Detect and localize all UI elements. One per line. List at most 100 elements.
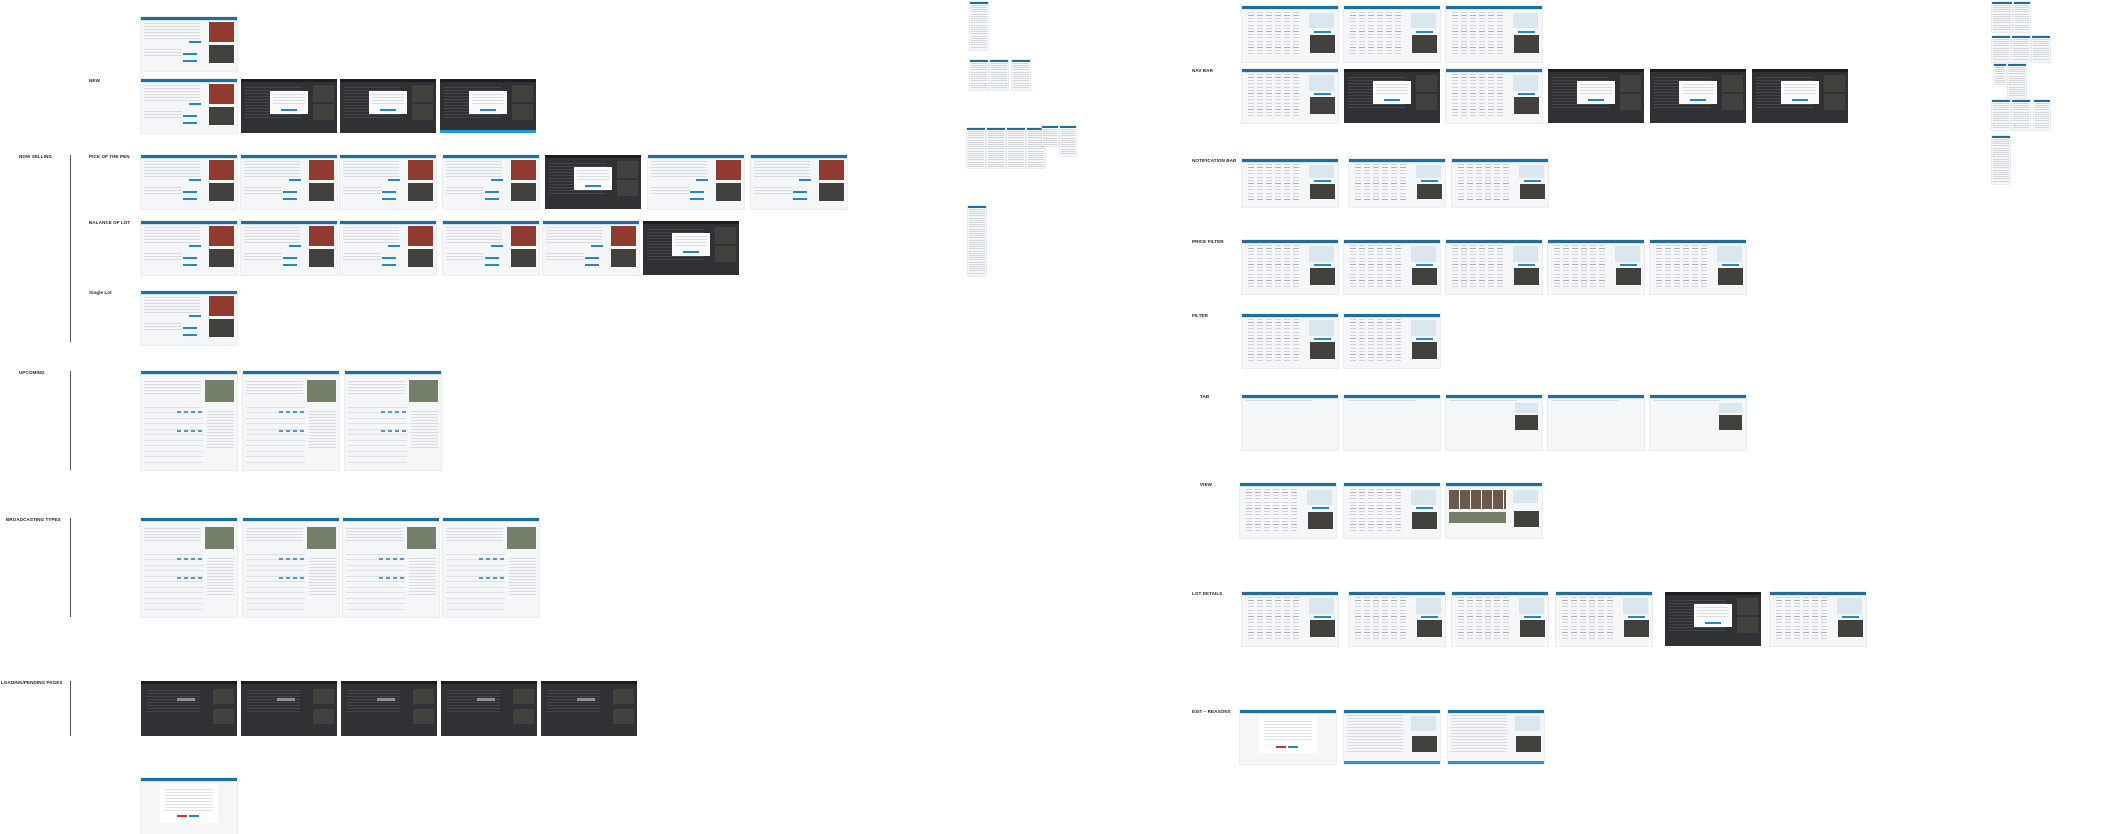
screen-lot-3[interactable] — [1452, 592, 1548, 646]
screen-bottom-dialog[interactable] — [141, 778, 237, 834]
mobile-screen-thumbnail[interactable] — [2008, 64, 2026, 98]
screen-notif-1[interactable] — [1242, 159, 1338, 207]
section-label-filter: FILTER — [1192, 313, 1209, 318]
screen-new-modal-2[interactable] — [340, 79, 436, 133]
screen-view-3[interactable] — [1446, 483, 1542, 538]
screen-navbar-2[interactable] — [1344, 69, 1440, 123]
screen-single-lot[interactable] — [141, 291, 237, 345]
screen-pick-3[interactable] — [340, 155, 436, 209]
mobile-screen-thumbnail[interactable] — [1012, 60, 1030, 90]
section-label-new: NEW — [89, 78, 100, 83]
mobile-screen-thumbnail[interactable] — [968, 206, 986, 276]
screen-lot-1[interactable] — [1242, 592, 1338, 646]
mobile-screen-thumbnail[interactable] — [987, 128, 1005, 168]
screen-bol-1[interactable] — [141, 221, 237, 275]
screen-loading-4[interactable] — [441, 681, 537, 736]
screen-lot-2[interactable] — [1349, 592, 1445, 646]
screen-view-2[interactable] — [1344, 483, 1440, 538]
screen-navbar-5[interactable] — [1650, 69, 1746, 123]
screen-loading-3[interactable] — [341, 681, 437, 736]
screen-pick-5[interactable] — [648, 155, 744, 209]
mobile-screen-thumbnail[interactable] — [1027, 128, 1045, 168]
screen-bol-5[interactable] — [543, 221, 639, 275]
screen-top-3[interactable] — [1446, 6, 1542, 62]
mobile-screen-thumbnail[interactable] — [1060, 126, 1076, 156]
section-label-balance-of-lot: BALANCE OF LOT — [89, 220, 131, 225]
mobile-screen-thumbnail[interactable] — [1992, 100, 2010, 130]
screen-notif-3[interactable] — [1452, 159, 1548, 207]
screen-loading-5[interactable] — [541, 681, 637, 736]
screen-loading-1[interactable] — [141, 681, 237, 736]
screen-exit-2[interactable] — [1344, 710, 1440, 764]
screen-lot-6[interactable] — [1770, 592, 1866, 646]
screen-top-2[interactable] — [1344, 6, 1440, 62]
mobile-screen-thumbnail[interactable] — [970, 2, 988, 50]
screen-bol-4[interactable] — [443, 221, 539, 275]
screen-notif-2[interactable] — [1349, 159, 1445, 207]
mobile-screen-thumbnail[interactable] — [2012, 36, 2030, 62]
screen-exit-1[interactable] — [1240, 710, 1336, 764]
mobile-screen-thumbnail[interactable] — [967, 128, 985, 168]
mobile-screen-thumbnail[interactable] — [2012, 100, 2030, 130]
mobile-screen-thumbnail[interactable] — [2034, 100, 2050, 130]
screen-price-3[interactable] — [1446, 240, 1542, 294]
screen-pick-4[interactable] — [443, 155, 539, 209]
mobile-screen-thumbnail[interactable] — [970, 60, 988, 90]
screen-lot-5[interactable] — [1665, 592, 1761, 646]
mobile-screen-thumbnail[interactable] — [1994, 64, 2006, 84]
section-divider-upcoming — [70, 371, 71, 470]
screen-price-4[interactable] — [1548, 240, 1644, 294]
screen-tab-2[interactable] — [1344, 395, 1440, 450]
section-label-exit-reasons: EXIT – REASONS — [1192, 709, 1231, 714]
screen-tab-4[interactable] — [1548, 395, 1644, 450]
screen-broadcast-3[interactable] — [343, 518, 439, 617]
section-label-now-selling: NOW SELLING — [19, 154, 52, 159]
screen-top-1[interactable] — [1242, 6, 1338, 62]
screen-upcoming-1[interactable] — [141, 371, 237, 470]
screen-upcoming-3[interactable] — [345, 371, 441, 470]
screen-broadcast-1[interactable] — [141, 518, 237, 617]
screen-price-5[interactable] — [1650, 240, 1746, 294]
section-label-price-filter: PRICE FILTER — [1192, 239, 1224, 244]
screen-filter-1[interactable] — [1242, 314, 1338, 368]
screen-exit-3[interactable] — [1448, 710, 1544, 764]
screen-navbar-3[interactable] — [1446, 69, 1542, 123]
mobile-screen-thumbnail[interactable] — [1992, 2, 2012, 32]
screen-new-2[interactable] — [141, 79, 237, 133]
screen-navbar-4[interactable] — [1548, 69, 1644, 123]
section-label-loading-pending-pages: LOADING/PENDING PAGES — [1, 680, 63, 685]
screen-bol-modal[interactable] — [643, 221, 739, 275]
screen-tab-1[interactable] — [1242, 395, 1338, 450]
screen-pick-1[interactable] — [141, 155, 237, 209]
screen-new-modal-3[interactable] — [440, 79, 536, 133]
mobile-screen-thumbnail[interactable] — [2032, 36, 2050, 62]
screen-new-modal-1[interactable] — [241, 79, 337, 133]
screen-view-1[interactable] — [1240, 483, 1336, 538]
screen-loading-2[interactable] — [241, 681, 337, 736]
mobile-screen-thumbnail[interactable] — [2014, 2, 2030, 32]
mobile-screen-thumbnail[interactable] — [990, 60, 1008, 90]
screen-pick-6[interactable] — [751, 155, 847, 209]
section-label-pick-of-the-pen: PICK OF THE PEN — [89, 154, 130, 159]
mobile-screen-thumbnail[interactable] — [1992, 136, 2010, 184]
screen-broadcast-4[interactable] — [443, 518, 539, 617]
mobile-screen-thumbnail[interactable] — [1992, 36, 2010, 62]
screen-upcoming-2[interactable] — [243, 371, 339, 470]
section-label-single-lot: Single Lot — [89, 290, 112, 295]
screen-navbar-1[interactable] — [1242, 69, 1338, 123]
screen-bol-3[interactable] — [340, 221, 436, 275]
screen-tab-3[interactable] — [1446, 395, 1542, 450]
mobile-screen-thumbnail[interactable] — [1007, 128, 1025, 168]
screen-price-1[interactable] — [1242, 240, 1338, 294]
screen-pick-2[interactable] — [241, 155, 337, 209]
screen-new-1[interactable] — [141, 17, 237, 71]
screen-lot-4[interactable] — [1556, 592, 1652, 646]
screen-pick-modal[interactable] — [545, 155, 641, 209]
screen-price-2[interactable] — [1344, 240, 1440, 294]
screen-broadcast-2[interactable] — [243, 518, 339, 617]
screen-filter-2[interactable] — [1344, 314, 1440, 368]
screen-tab-5[interactable] — [1650, 395, 1746, 450]
mobile-screen-thumbnail[interactable] — [1042, 126, 1058, 146]
screen-navbar-6[interactable] — [1752, 69, 1848, 123]
screen-bol-2[interactable] — [241, 221, 337, 275]
